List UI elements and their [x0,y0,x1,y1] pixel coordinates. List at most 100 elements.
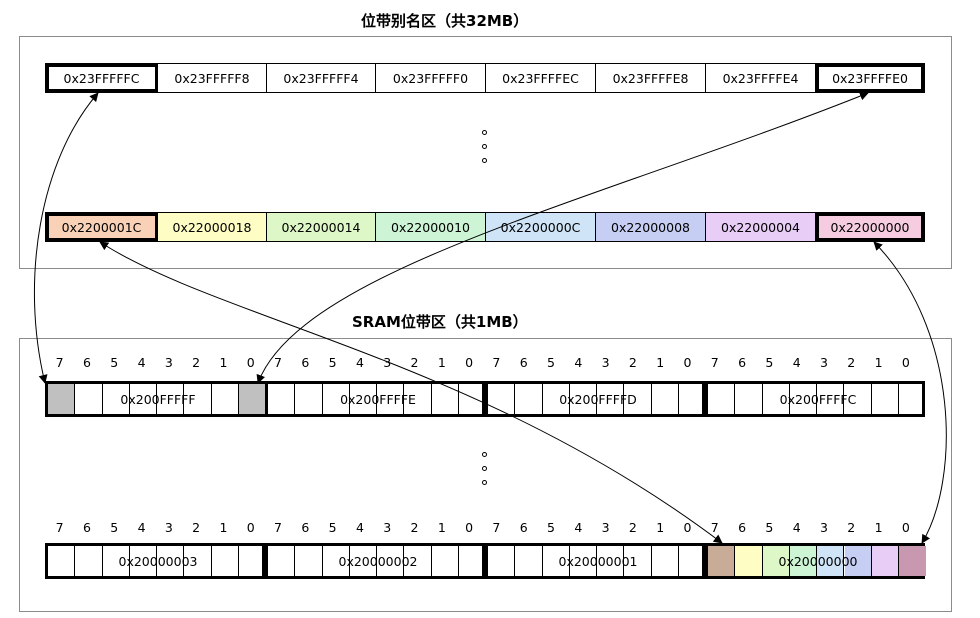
bit-cell [268,384,296,414]
bit-number: 2 [847,355,856,370]
sram-byte-address: 0x20000000 [778,553,858,569]
bit-cell [790,384,818,414]
bit-number: 1 [656,520,665,535]
bit-cell [239,384,267,414]
bit-number: 4 [574,520,583,535]
alias-top-cell: 0x23FFFFE0 [816,64,924,92]
bit-number: 0 [465,520,474,535]
sram-byte-address: 0x20000003 [118,553,198,569]
bit-cell [295,384,323,414]
sram-byte: 0x200FFFFD [485,381,705,417]
bit-cell [488,546,516,576]
bit-cell [212,546,240,576]
alias-bottom-cell: 0x2200001C [46,213,158,241]
bit-cell [405,546,432,576]
bit-cell [295,546,323,576]
bit-cell [735,546,763,576]
bit-number: 5 [547,520,555,535]
sram-ellipsis [482,452,487,485]
bit-number: 3 [383,355,392,370]
bit-cell [75,546,103,576]
bit-cell [708,384,736,414]
bit-number: 1 [874,355,883,370]
bit-number: 2 [410,520,419,535]
bit-number: 1 [437,355,446,370]
bit-cell [488,384,516,414]
bit-cell [459,384,486,414]
sram-byte: 0x20000000 [705,543,927,579]
alias-top-cell: 0x23FFFFFC [46,64,158,92]
bit-number: 3 [383,520,392,535]
bit-cell [871,546,900,576]
bit-cell [130,546,158,576]
bit-number: 5 [765,355,774,370]
bit-number: 0 [246,355,255,370]
bit-number: 5 [765,520,774,535]
bit-cell [735,384,763,414]
bit-cell [652,546,680,576]
bit-number: 3 [601,520,610,535]
bit-number: 3 [819,520,828,535]
bit-cell [75,384,103,414]
bit-number: 5 [110,520,119,535]
sram-byte: 0x20000002 [265,543,485,579]
bit-number: 0 [465,355,474,370]
bit-number: 1 [874,520,883,535]
bit-cell [323,546,350,576]
bit-number: 0 [683,520,692,535]
bit-number: 7 [274,355,282,370]
bit-cell [817,384,845,414]
bit-cell [48,384,76,414]
alias-ellipsis [482,130,487,163]
alias-bottom-cell: 0x22000010 [376,213,486,241]
bit-cell [708,546,736,576]
alias-top-cell: 0x23FFFFF0 [376,64,486,92]
bit-number: 2 [847,520,856,535]
bit-cell [625,546,652,576]
bit-cell [597,546,625,576]
bit-cell [679,546,706,576]
bit-number: 4 [574,355,583,370]
bit-number: 6 [301,520,310,535]
alias-bottom-cell: 0x22000004 [706,213,816,241]
sram-region-title: SRAM位带区（共1MB） [352,313,528,331]
bit-number: 5 [328,520,337,535]
bit-number: 5 [547,355,555,370]
bit-cell [350,546,378,576]
sram-byte-address: 0x20000001 [558,553,638,569]
bit-number: 0 [901,520,910,535]
alias-bottom-cell: 0x22000018 [158,213,267,241]
bit-number: 6 [519,520,528,535]
bit-cell [762,546,790,576]
bit-cell [872,384,900,414]
bit-number: 4 [355,520,364,535]
bit-number: 5 [328,355,337,370]
bit-cell [570,546,598,576]
bit-number: 7 [710,355,719,370]
bit-cell [268,546,296,576]
bit-cell [377,546,405,576]
sram-byte: 0x20000001 [485,543,705,579]
bit-cell [679,384,706,414]
bit-number: 3 [819,355,828,370]
bit-cell [789,546,818,576]
bit-number: 0 [901,355,910,370]
sram-byte-address: 0x20000002 [338,553,418,569]
bit-number: 3 [164,520,173,535]
sram-byte: 0x20000003 [45,543,265,579]
bit-number: 1 [656,355,665,370]
bit-number: 1 [219,355,228,370]
bit-cell [543,546,570,576]
bit-cell [212,384,240,414]
alias-bottom-cell: 0x2200000C [486,213,596,241]
bit-cell [763,384,790,414]
bit-cell [103,546,130,576]
bit-number: 2 [192,520,201,535]
bit-number: 0 [683,355,692,370]
bit-number: 2 [628,355,637,370]
bit-number: 2 [192,355,201,370]
bit-number: 6 [82,520,91,535]
